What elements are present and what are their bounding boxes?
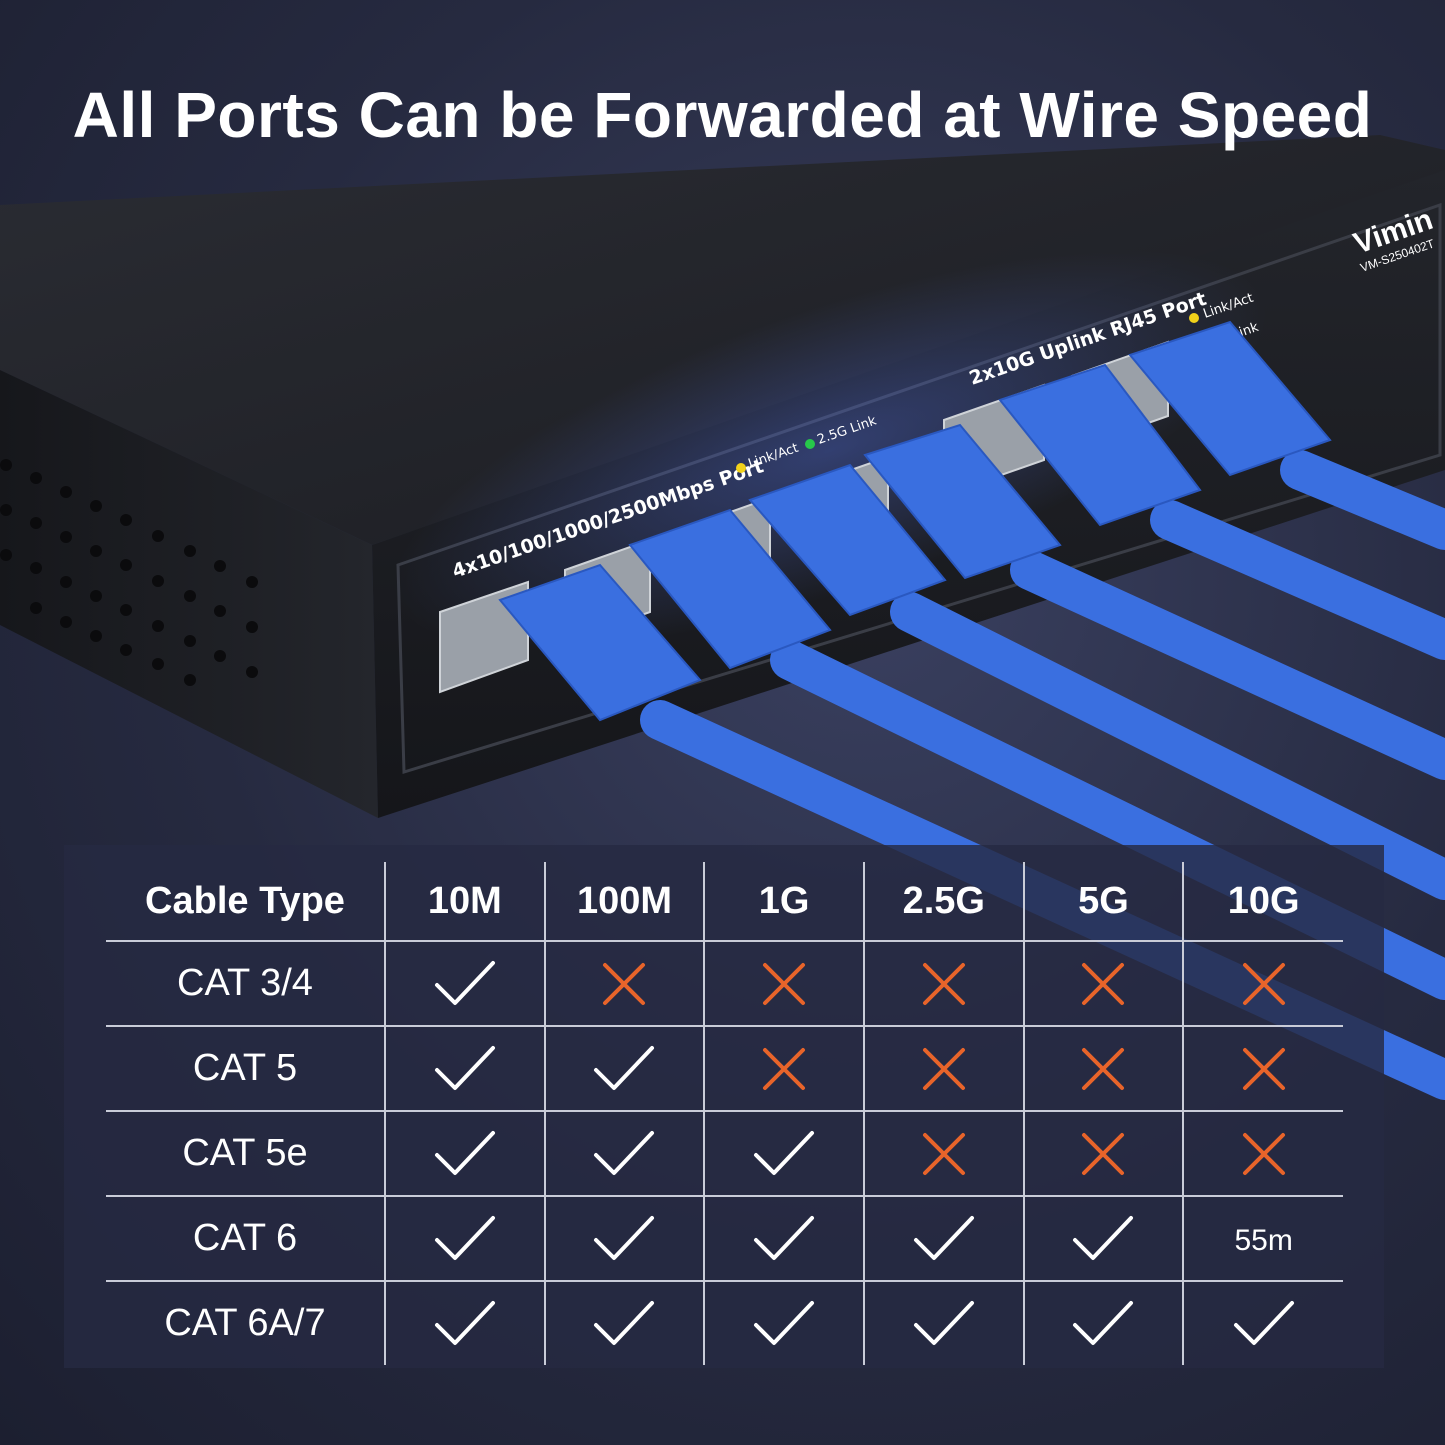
cross-icon (1242, 1132, 1285, 1175)
check-icon (913, 1215, 974, 1260)
check-icon (594, 1215, 655, 1260)
cable-compatibility-table: Cable Type 10M 100M 1G 2.5G 5G 10G CAT 3… (106, 862, 1343, 1365)
cable-type-cell: CAT 6A/7 (106, 1280, 385, 1365)
check-icon (594, 1300, 655, 1345)
cross-icon (1082, 1132, 1125, 1175)
table-row: CAT 6A/7 (106, 1280, 1343, 1365)
cable-type-cell: CAT 5e (106, 1110, 385, 1196)
led-green-icon (805, 439, 815, 449)
cable-type-cell: CAT 3/4 (177, 962, 313, 1004)
table-row: CAT 5 (106, 1025, 1343, 1111)
check-icon (913, 1300, 974, 1345)
check-icon (1233, 1300, 1294, 1345)
check-icon (754, 1215, 815, 1260)
support-cell (384, 1025, 545, 1111)
cross-icon (1242, 1047, 1285, 1090)
support-cell (1182, 941, 1343, 1026)
headline: All Ports Can be Forwarded at Wire Speed (72, 79, 1373, 151)
header-1g: 1G (703, 862, 864, 942)
support-cell (1182, 1025, 1343, 1111)
check-icon (594, 1130, 655, 1175)
cross-icon (922, 1132, 965, 1175)
support-cell (1182, 1110, 1343, 1196)
support-cell (543, 1110, 705, 1196)
support-cell (1182, 1280, 1343, 1365)
support-cell (384, 941, 545, 1026)
support-cell (1022, 1025, 1184, 1111)
support-cell (703, 1025, 864, 1111)
cable-type-cell: CAT 5 (106, 1025, 385, 1111)
header-cable-type: Cable Type (106, 862, 385, 942)
support-cell (384, 1195, 545, 1281)
check-icon (754, 1130, 815, 1175)
support-cell (1022, 1280, 1184, 1365)
check-icon (434, 1215, 495, 1260)
table-row: CAT 5e (106, 1110, 1343, 1196)
cross-icon (763, 962, 806, 1005)
check-icon (754, 1300, 815, 1345)
switch-top (0, 135, 1445, 545)
support-cell (543, 1195, 705, 1281)
check-icon (1073, 1215, 1134, 1260)
cross-icon (1242, 962, 1285, 1005)
support-cell (862, 1195, 1024, 1281)
check-icon (434, 1300, 495, 1345)
table-row: CAT 3/4 (106, 941, 1343, 1026)
support-cell: 55m (1182, 1195, 1343, 1281)
support-cell (703, 941, 864, 1026)
support-cell (1022, 1195, 1184, 1281)
support-cell (862, 1110, 1024, 1196)
support-cell (703, 1195, 864, 1281)
check-icon (434, 1045, 495, 1090)
support-cell (543, 941, 705, 1026)
distance-note: 55m (1234, 1224, 1293, 1257)
header-5g: 5G (1022, 862, 1184, 942)
check-icon (594, 1045, 655, 1090)
support-cell (862, 1280, 1024, 1365)
check-icon (1073, 1300, 1134, 1345)
header-100m: 100M (543, 862, 705, 942)
cross-icon (922, 1047, 965, 1090)
cross-icon (922, 962, 965, 1005)
support-cell (384, 1110, 545, 1196)
check-icon (434, 1130, 495, 1175)
support-cell (1022, 941, 1184, 1026)
led-yellow-icon (1189, 313, 1199, 323)
table-header-row: Cable Type 10M 100M 1G 2.5G 5G 10G (106, 862, 1343, 942)
support-cell (1022, 1110, 1184, 1196)
cross-icon (1082, 962, 1125, 1005)
ethernet-plugs (498, 320, 1332, 722)
cross-icon (603, 962, 646, 1005)
led-yellow-icon (736, 463, 746, 473)
support-cell (862, 1025, 1024, 1111)
vent-holes (0, 459, 258, 686)
support-cell (703, 1110, 864, 1196)
support-cell (543, 1280, 705, 1365)
check-icon (434, 960, 495, 1005)
header-10g: 10G (1182, 862, 1343, 942)
support-cell (384, 1280, 545, 1365)
header-2-5g: 2.5G (862, 862, 1024, 942)
header-10m: 10M (384, 862, 545, 942)
support-cell (862, 941, 1024, 1026)
cross-icon (1082, 1047, 1125, 1090)
cable-type-cell: CAT 6 (106, 1195, 385, 1281)
cross-icon (763, 1047, 806, 1090)
table-row: CAT 6 55m (106, 1195, 1343, 1281)
support-cell (703, 1280, 864, 1365)
support-cell (543, 1025, 705, 1111)
